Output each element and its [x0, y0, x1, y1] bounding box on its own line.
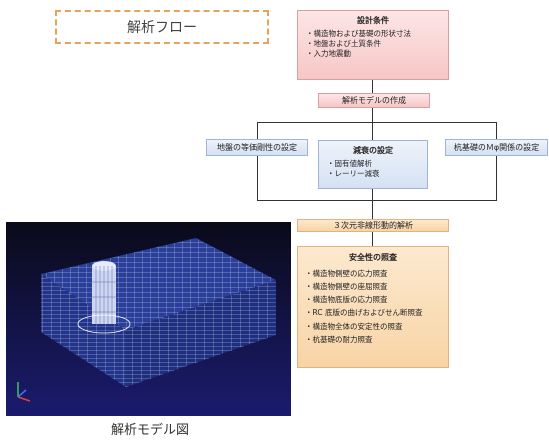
damping-item: 固有値解析 — [327, 159, 419, 169]
design-condition-item: 地盤および土質条件 — [306, 39, 440, 49]
connector-line — [257, 200, 497, 201]
analysis-label: ３次元非線形動的解析 — [333, 221, 413, 230]
connector-line — [372, 189, 373, 219]
safety-check-item: 構造物底版の応力照査 — [305, 293, 441, 306]
design-conditions-box: 設計条件 構造物および基礎の形状寸法 地盤および土質条件 入力地震動 — [297, 10, 449, 80]
safety-check-item: 杭基礎の耐力照査 — [305, 333, 441, 346]
safety-check-box: 安全性の照査 構造物側壁の応力照査 構造物側壁の座屈照査 構造物底版の応力照査 … — [297, 246, 449, 368]
connector-line — [496, 156, 497, 200]
safety-check-item: 構造物側壁の応力照査 — [305, 267, 441, 280]
design-condition-item: 構造物および基礎の形状寸法 — [306, 29, 440, 39]
connector-line — [496, 122, 497, 139]
safety-check-item: RC 底版の曲げおよびせん断照査 — [305, 306, 441, 319]
model-creation-box: 解析モデルの作成 — [318, 93, 430, 108]
damping-box: 減衰の設定 固有値解析 レーリー減衰 — [318, 140, 428, 189]
analysis-model-image — [6, 222, 291, 416]
connector-line — [257, 122, 258, 139]
model-creation-label: 解析モデルの作成 — [342, 96, 406, 105]
ground-stiffness-label: 地盤の等価剛性の設定 — [217, 143, 297, 152]
damping-title: 減衰の設定 — [353, 146, 393, 155]
mesh-model-graphic — [6, 222, 291, 416]
damping-item: レーリー減衰 — [327, 169, 419, 179]
model-figure-caption: 解析モデル図 — [110, 423, 189, 438]
connector-line — [372, 232, 373, 246]
connector-line — [372, 80, 373, 93]
pile-relation-label: 杭基礎のＭφ関係の設定 — [453, 143, 540, 152]
connector-line — [257, 122, 497, 123]
analysis-box: ３次元非線形動的解析 — [297, 219, 449, 232]
pile-relation-box: 杭基礎のＭφ関係の設定 — [445, 139, 548, 156]
design-conditions-title: 設計条件 — [357, 16, 389, 25]
connector-line — [257, 156, 258, 200]
safety-check-item: 構造物全体の安定性の照査 — [305, 320, 441, 333]
design-condition-item: 入力地震動 — [306, 49, 440, 59]
connector-line — [372, 108, 373, 122]
page-title: 解析フロー — [55, 10, 269, 44]
safety-check-title: 安全性の照査 — [349, 253, 397, 262]
ground-stiffness-box: 地盤の等価剛性の設定 — [206, 139, 308, 156]
connector-line — [372, 122, 373, 140]
safety-check-item: 構造物側壁の座屈照査 — [305, 280, 441, 293]
